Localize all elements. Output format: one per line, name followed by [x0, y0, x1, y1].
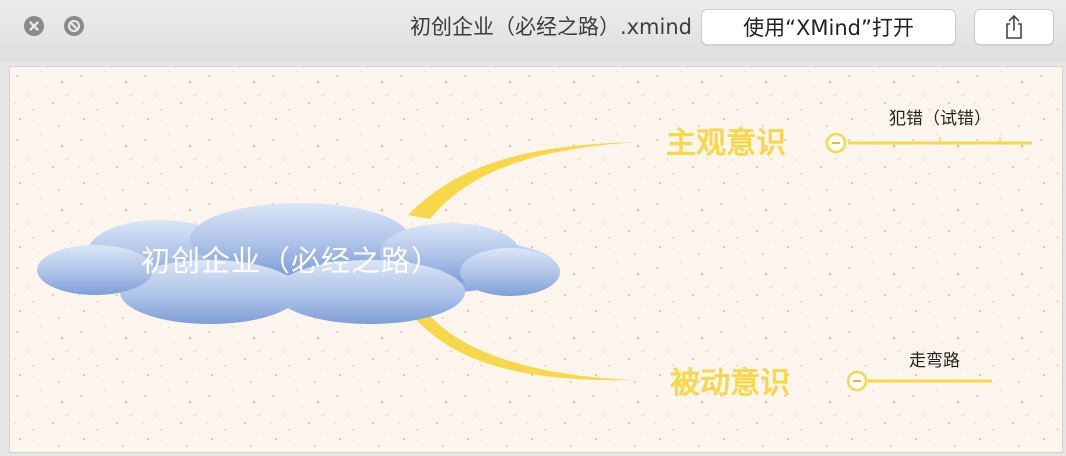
- mind-map-drawing: [10, 67, 1062, 452]
- close-icon: [29, 21, 39, 31]
- collapse-toggle-icon[interactable]: [846, 370, 868, 392]
- main-topic-subjective[interactable]: 主观意识: [666, 126, 786, 161]
- minimize-button[interactable]: [64, 16, 84, 36]
- central-topic-cloud[interactable]: [37, 203, 560, 324]
- close-button[interactable]: [24, 16, 44, 36]
- collapse-toggle-icon[interactable]: [825, 132, 847, 154]
- share-icon: [1006, 15, 1022, 39]
- open-with-xmind-button[interactable]: 使用“XMind”打开: [701, 9, 956, 45]
- branch-connector-2: [410, 305, 638, 381]
- subtopic-detour[interactable]: 走弯路: [909, 351, 960, 371]
- central-topic-label: 初创企业（必经之路）: [141, 244, 442, 278]
- subtopic-trial-and-error[interactable]: 犯错（试错）: [889, 109, 991, 129]
- branch-connector-1: [408, 142, 638, 219]
- minimize-icon: [67, 19, 81, 33]
- main-topic-passive[interactable]: 被动意识: [670, 366, 790, 401]
- mind-map-canvas[interactable]: 初创企业（必经之路） 主观意识 被动意识 犯错（试错） 走弯路: [9, 66, 1063, 453]
- title-bar: 初创企业（必经之路）.xmind 使用“XMind”打开: [0, 0, 1066, 62]
- window-title: 初创企业（必经之路）.xmind: [409, 15, 692, 39]
- share-button[interactable]: [974, 9, 1054, 45]
- subtopic-tick-1: [939, 137, 1001, 143]
